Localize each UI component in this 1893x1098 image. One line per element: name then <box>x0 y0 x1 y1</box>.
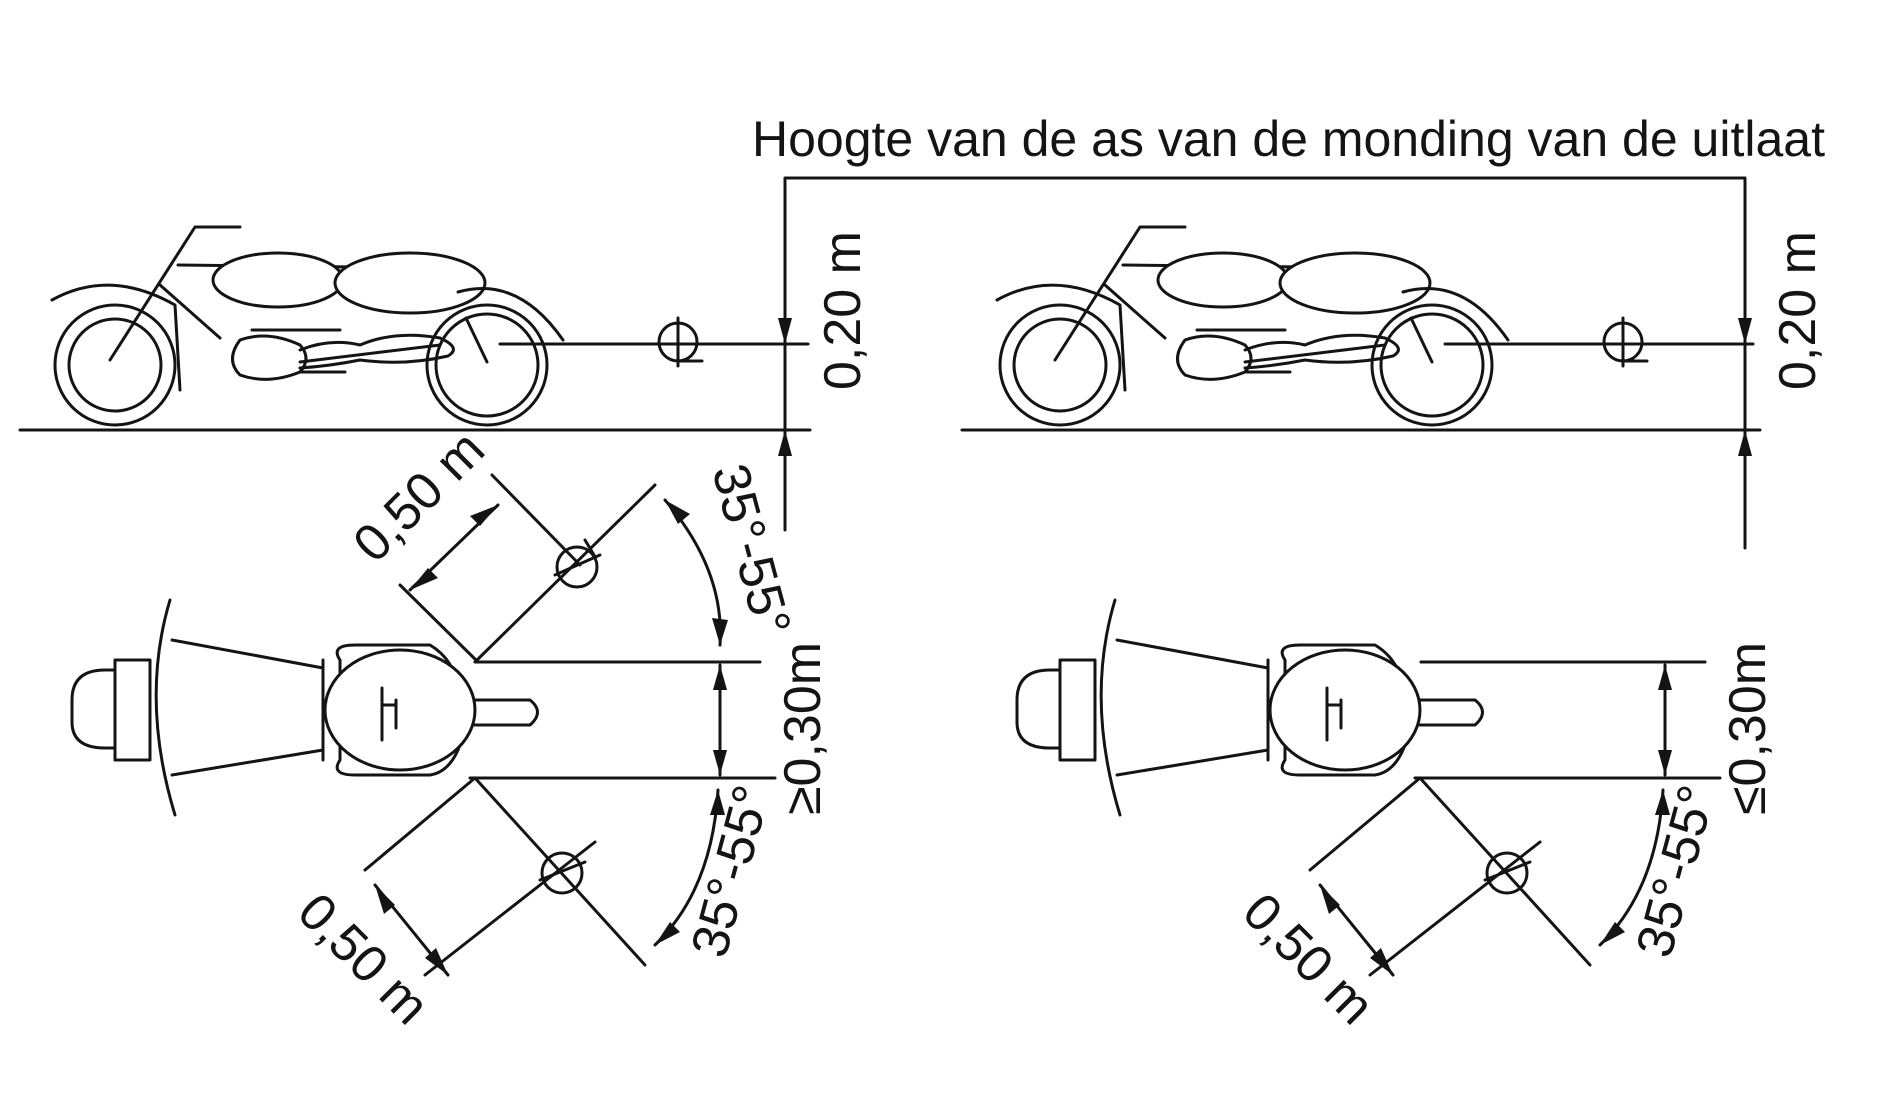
diagram-title: Hoogte van de as van de monding van de u… <box>752 111 1825 167</box>
height-dimension-right <box>1738 318 1752 456</box>
angle-arc-lower-left <box>653 788 725 947</box>
offset-label-lower-left: 0,50 m <box>287 882 440 1035</box>
motorcycle-side-view-right <box>995 225 1755 427</box>
title-bracket <box>783 176 1747 550</box>
offset-label-upper-left: 0,50 m <box>342 420 495 573</box>
motorcycle-top-view-left <box>70 598 777 817</box>
angle-label-lower-left: 35°-55° <box>681 779 782 963</box>
motorcycle-side-view-left <box>50 225 810 427</box>
spacing-label-left: ≥0,30m <box>774 642 832 815</box>
spacing-label-right: ≤0,30m <box>1719 642 1777 815</box>
height-dimension-left <box>778 318 792 456</box>
height-label-right: 0,20 m <box>1769 231 1827 390</box>
exhaust-placement-lower-left <box>363 776 647 977</box>
spacing-dimension-left <box>713 663 727 777</box>
exhaust-placement-upper-left <box>398 473 657 664</box>
spacing-dimension-right <box>1658 663 1672 777</box>
angle-arc-lower-right <box>1598 788 1670 947</box>
angle-label-lower-right: 35°-55° <box>1626 779 1727 963</box>
exhaust-placement-lower-right <box>1308 776 1592 977</box>
angle-arc-upper-left <box>663 498 728 647</box>
motorcycle-top-view-right <box>1015 598 1722 817</box>
offset-label-lower-right: 0,50 m <box>1232 882 1385 1035</box>
height-label-left: 0,20 m <box>814 231 872 390</box>
